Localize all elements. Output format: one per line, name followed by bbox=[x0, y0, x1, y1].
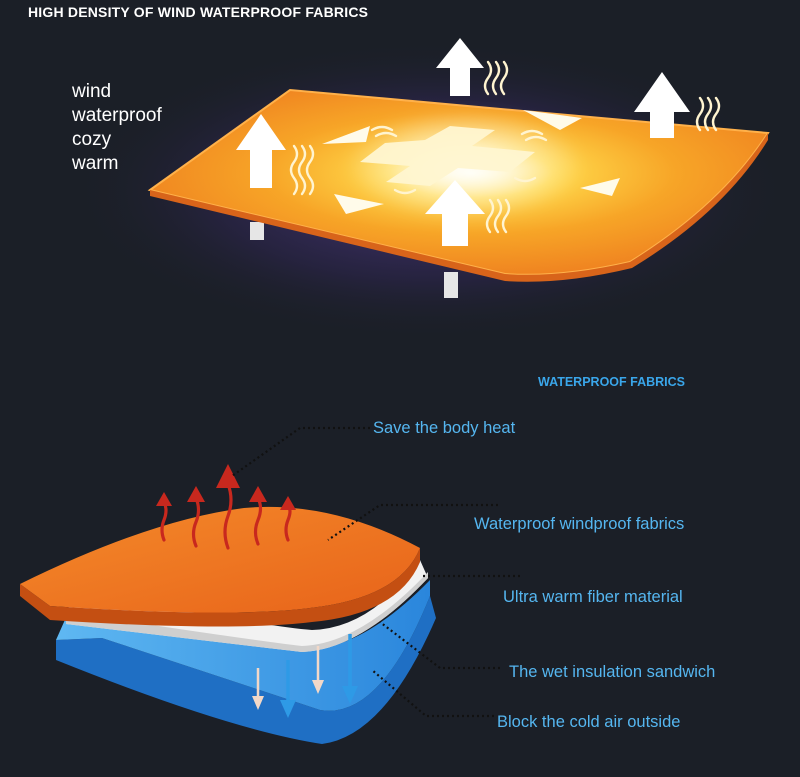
feature-item: wind bbox=[72, 81, 112, 102]
up-arrow-icon bbox=[436, 38, 484, 96]
waterproof-fabric-edge bbox=[20, 548, 420, 627]
cold-air-arrow-icon bbox=[280, 660, 296, 718]
center-cross bbox=[360, 126, 535, 186]
up-arrow-icon bbox=[425, 180, 485, 246]
cold-air-arrow-icon bbox=[342, 634, 358, 704]
page-title: HIGH DENSITY OF WIND WATERPROOF FABRICS bbox=[28, 4, 369, 20]
heat-wave-icon bbox=[695, 96, 721, 132]
insulation-layer-edge bbox=[56, 596, 436, 744]
up-arrow-icon bbox=[634, 72, 690, 138]
panel-peg bbox=[250, 222, 264, 240]
callout-block-cold-air: Block the cold air outside bbox=[497, 713, 681, 731]
heat-arrow-icon bbox=[249, 486, 267, 546]
heat-wave-icon bbox=[289, 144, 315, 196]
fiber-layer-shadow bbox=[66, 572, 428, 652]
flat-arrow-icon bbox=[580, 178, 620, 196]
cold-air-arrow-icon bbox=[252, 668, 264, 710]
up-arrows bbox=[236, 38, 690, 246]
feature-item: waterproof bbox=[72, 105, 162, 126]
feature-item: warm bbox=[72, 153, 119, 174]
callout-fiber-material: Ultra warm fiber material bbox=[503, 588, 683, 606]
flat-arrow-icon bbox=[322, 126, 370, 144]
up-arrow-icon bbox=[236, 114, 286, 188]
leader-line-cold bbox=[371, 669, 494, 718]
insulation-layer bbox=[56, 580, 430, 711]
cold-air-arrows bbox=[252, 634, 358, 718]
heat-arrow-icon bbox=[187, 486, 205, 548]
flat-arrow-icon bbox=[523, 110, 582, 130]
leader-lines bbox=[231, 426, 520, 718]
leader-line-heat bbox=[231, 426, 370, 477]
heat-arrow-icon bbox=[216, 464, 240, 550]
cold-air-arrow-icon bbox=[312, 646, 324, 694]
leader-line-sandwich bbox=[379, 621, 500, 670]
feature-list: wind waterproof cozy warm bbox=[72, 80, 162, 176]
panel-peg bbox=[444, 272, 458, 298]
flat-arrow-icon bbox=[334, 194, 384, 214]
heat-wave-icon bbox=[485, 198, 511, 234]
heat-waves bbox=[289, 60, 721, 234]
callout-waterproof-fabrics: Waterproof windproof fabrics bbox=[474, 515, 685, 533]
section-title: WATERPROOF FABRICS bbox=[538, 375, 685, 389]
layered-fabric bbox=[20, 506, 436, 744]
heat-wave-icon bbox=[483, 60, 509, 96]
heat-arrow-icon bbox=[280, 496, 296, 542]
callout-insulation-sandwich: The wet insulation sandwich bbox=[509, 663, 716, 681]
heat-arrows bbox=[156, 464, 296, 550]
callout-body-heat: Save the body heat bbox=[373, 419, 516, 437]
heat-arrow-icon bbox=[156, 492, 172, 542]
feature-item: cozy bbox=[72, 129, 112, 150]
waterproof-fabric-layer bbox=[20, 506, 420, 613]
